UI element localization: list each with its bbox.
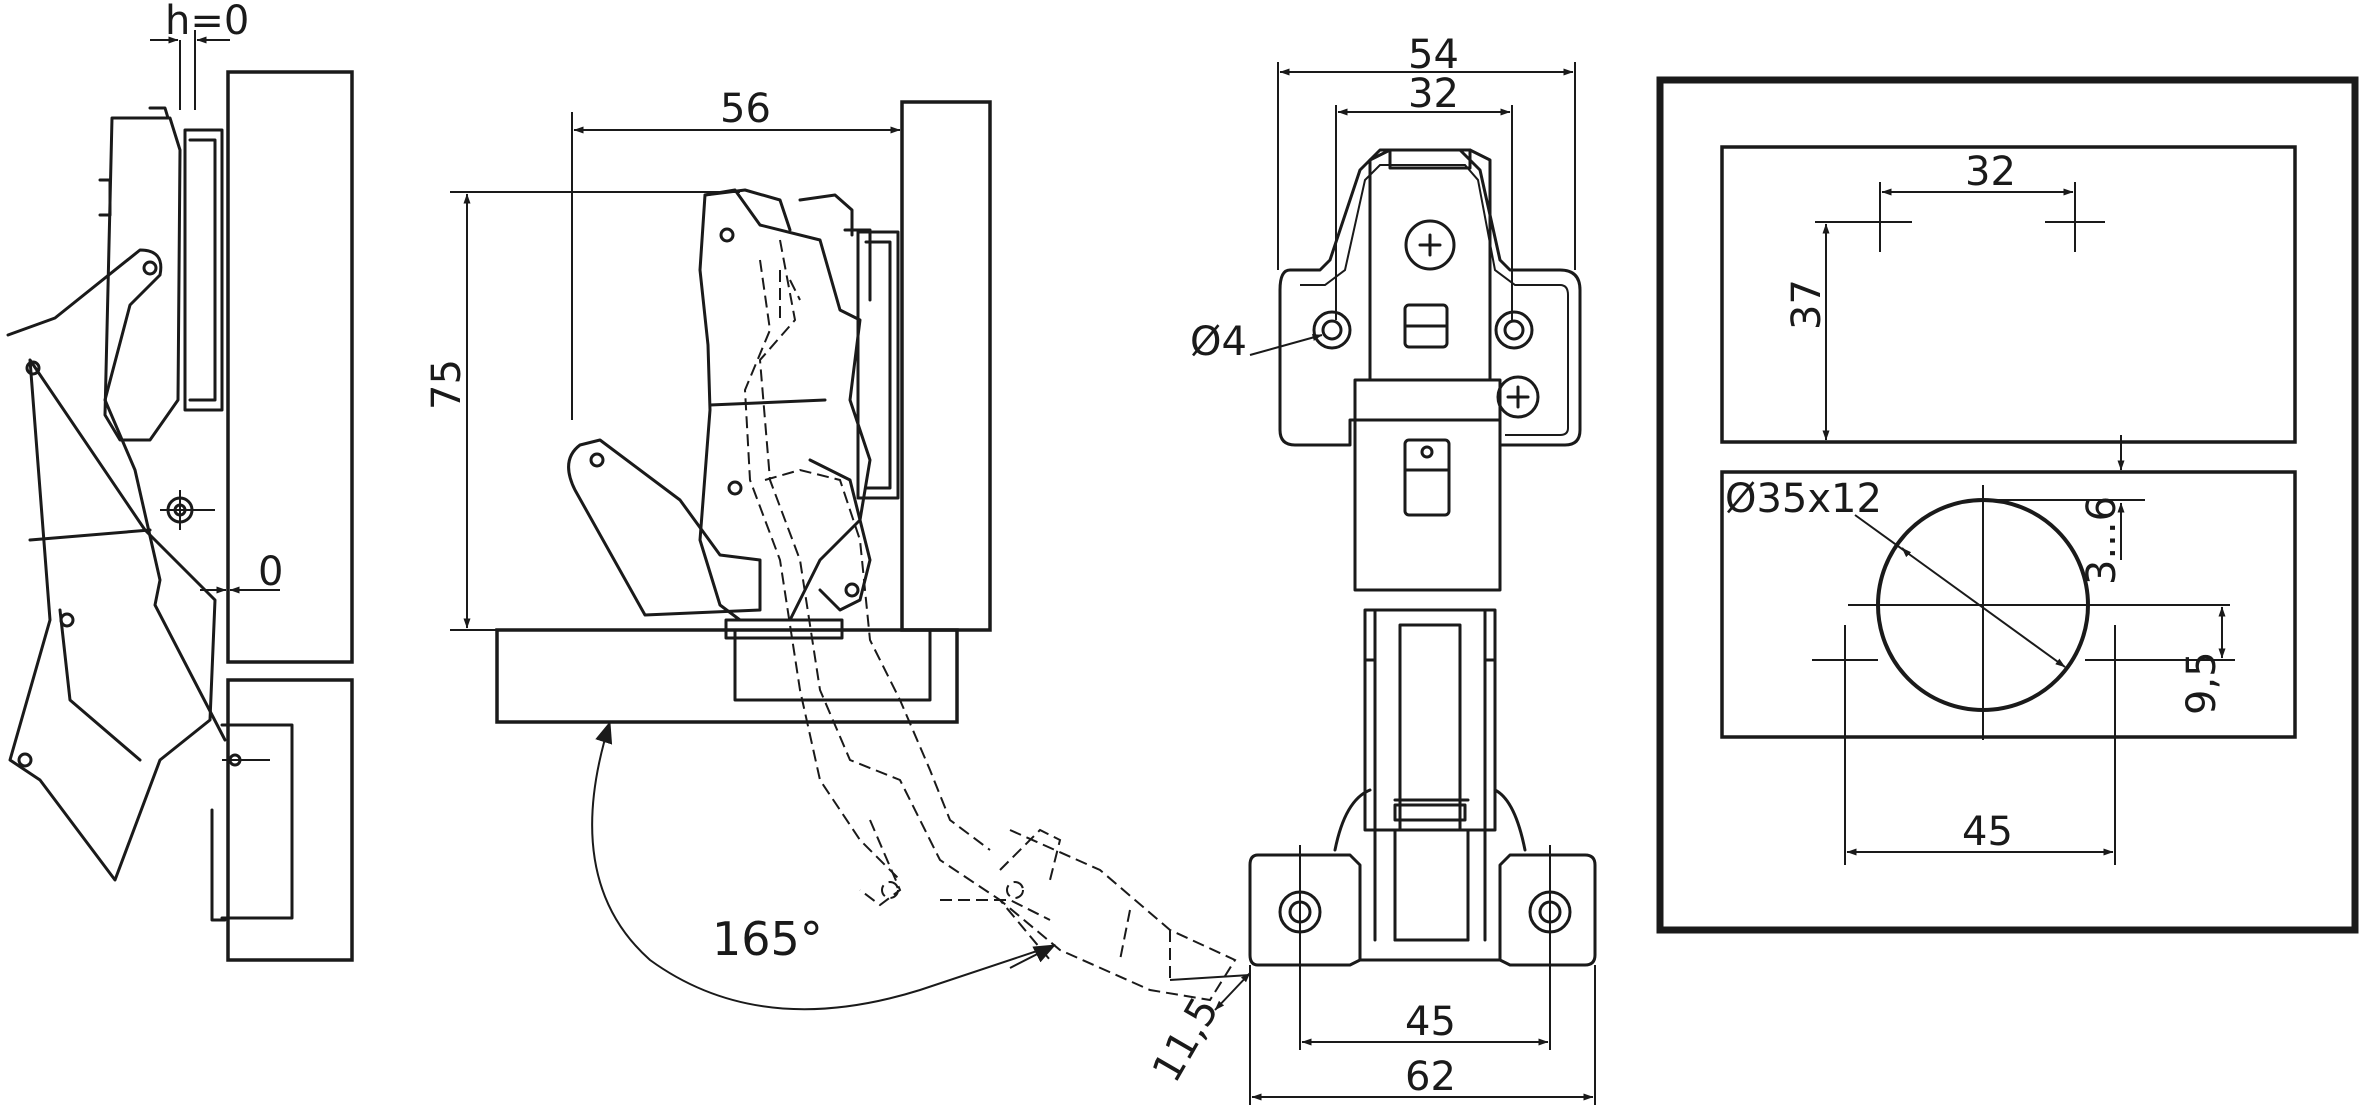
mark-cross-bottom-left xyxy=(1812,625,1878,690)
dim-cup-label: Ø35x12 xyxy=(1725,476,1882,522)
base-wing-right xyxy=(1498,853,1597,967)
dim-32-label: 32 xyxy=(1408,71,1459,117)
front-arm-middle xyxy=(1353,378,1502,592)
front-view: 54 32 Ø4 45 62 xyxy=(1190,32,1597,1105)
cabinet-side-outline xyxy=(1720,145,2297,444)
dim-62-label: 62 xyxy=(1405,1054,1456,1100)
plate-hole-right xyxy=(1494,310,1534,350)
front-arm-lower xyxy=(1363,608,1497,832)
mark-cross-bottom-right xyxy=(2085,625,2148,690)
side-view-overlay: h=0 0 xyxy=(6,0,354,962)
hinge-link xyxy=(6,248,227,742)
base-wing-left xyxy=(1248,853,1362,967)
dim-hole-label: Ø4 xyxy=(1190,319,1247,365)
hinge-lever xyxy=(567,438,762,617)
dim-top-height-label: 37 xyxy=(1784,279,1830,330)
drill-pattern-frame xyxy=(1656,76,2359,934)
side-view-open: 56 75 165° 11,5 xyxy=(424,86,1251,1090)
mark-cross-left xyxy=(1848,190,1912,252)
plate-hole-left xyxy=(1312,310,1352,350)
door-outline xyxy=(1720,470,2297,739)
drill-pattern-view: 32 37 Ø35x12 3...6 9,5 45 xyxy=(1656,76,2359,934)
dim-angle-label: 165° xyxy=(712,912,823,966)
mounting-plate-2 xyxy=(856,230,900,500)
dim-offset-label: 11,5 xyxy=(1144,990,1228,1090)
hinge-cup xyxy=(220,723,294,920)
dim-56-label: 56 xyxy=(720,86,771,132)
dim-top-spacing-label: 32 xyxy=(1965,149,2016,195)
hinge-arm xyxy=(103,116,182,442)
hinge-arm-2 xyxy=(698,188,872,622)
open-position-ghost xyxy=(743,239,1237,1002)
hinge-cup-flange xyxy=(724,618,844,640)
dim-bottom-spacing-label: 45 xyxy=(1962,809,2013,855)
dim-gap-label: 0 xyxy=(258,549,283,595)
dim-offset-95-label: 9,5 xyxy=(2179,651,2225,715)
dim-45-label: 45 xyxy=(1405,999,1456,1045)
dim-54-label: 54 xyxy=(1408,32,1459,78)
dim-h-label: h=0 xyxy=(165,0,249,44)
door-panel xyxy=(226,678,354,962)
depth-screw-icon xyxy=(1496,375,1540,419)
hinge-cup-arm xyxy=(8,358,217,882)
hinge-cup-2 xyxy=(733,628,932,702)
adjust-screw-icon xyxy=(1404,219,1456,271)
mark-cross-right xyxy=(2045,190,2105,252)
dim-edge-label: 3...6 xyxy=(2079,496,2125,585)
cabinet-side-panel-2 xyxy=(900,100,992,632)
mounting-plate-front xyxy=(1278,148,1582,447)
cabinet-side-panel xyxy=(226,70,354,664)
mounting-plate xyxy=(183,128,224,412)
dim-75-label: 75 xyxy=(424,359,470,410)
